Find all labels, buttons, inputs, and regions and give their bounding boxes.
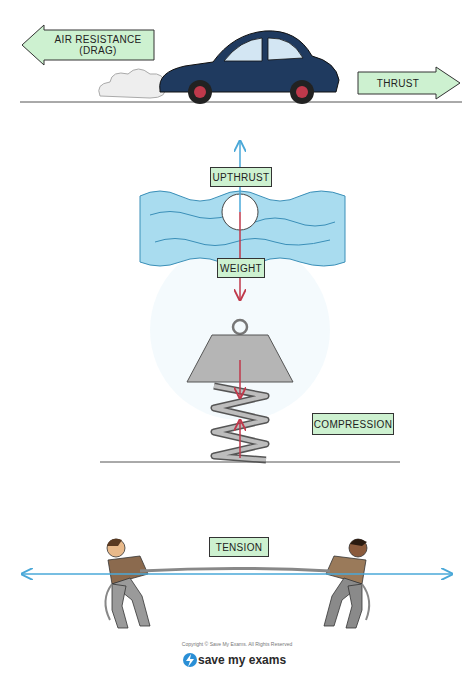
copyright-note: Copyright © Save My Exams. All Rights Re… bbox=[137, 641, 337, 647]
force-label-box: THRUST bbox=[358, 72, 460, 94]
force-label: WEIGHT bbox=[220, 263, 262, 274]
tug-of-war-scene bbox=[22, 539, 452, 628]
watermark bbox=[150, 240, 330, 420]
force-label: TENSION bbox=[216, 542, 263, 553]
force-label-box: COMPRESSION bbox=[312, 413, 394, 435]
logo-text: save my exams bbox=[198, 653, 298, 667]
force-label: COMPRESSION bbox=[314, 419, 392, 430]
arrow-shape bbox=[358, 67, 460, 99]
arrow-shape bbox=[22, 25, 154, 65]
car-scene bbox=[20, 31, 462, 104]
force-label-box: UPTHRUST bbox=[210, 167, 272, 187]
spring-scene bbox=[100, 320, 400, 462]
force-label: UPTHRUST bbox=[213, 172, 270, 183]
force-label-box: WEIGHT bbox=[217, 258, 265, 278]
force-label: AIR RESISTANCE (DRAG) bbox=[46, 34, 150, 56]
force-label-box: AIR RESISTANCE (DRAG) bbox=[22, 30, 154, 60]
logo-icon bbox=[183, 653, 197, 667]
force-label: THRUST bbox=[377, 78, 419, 89]
floating-ball-scene bbox=[140, 141, 345, 300]
force-label-box: TENSION bbox=[209, 537, 269, 557]
